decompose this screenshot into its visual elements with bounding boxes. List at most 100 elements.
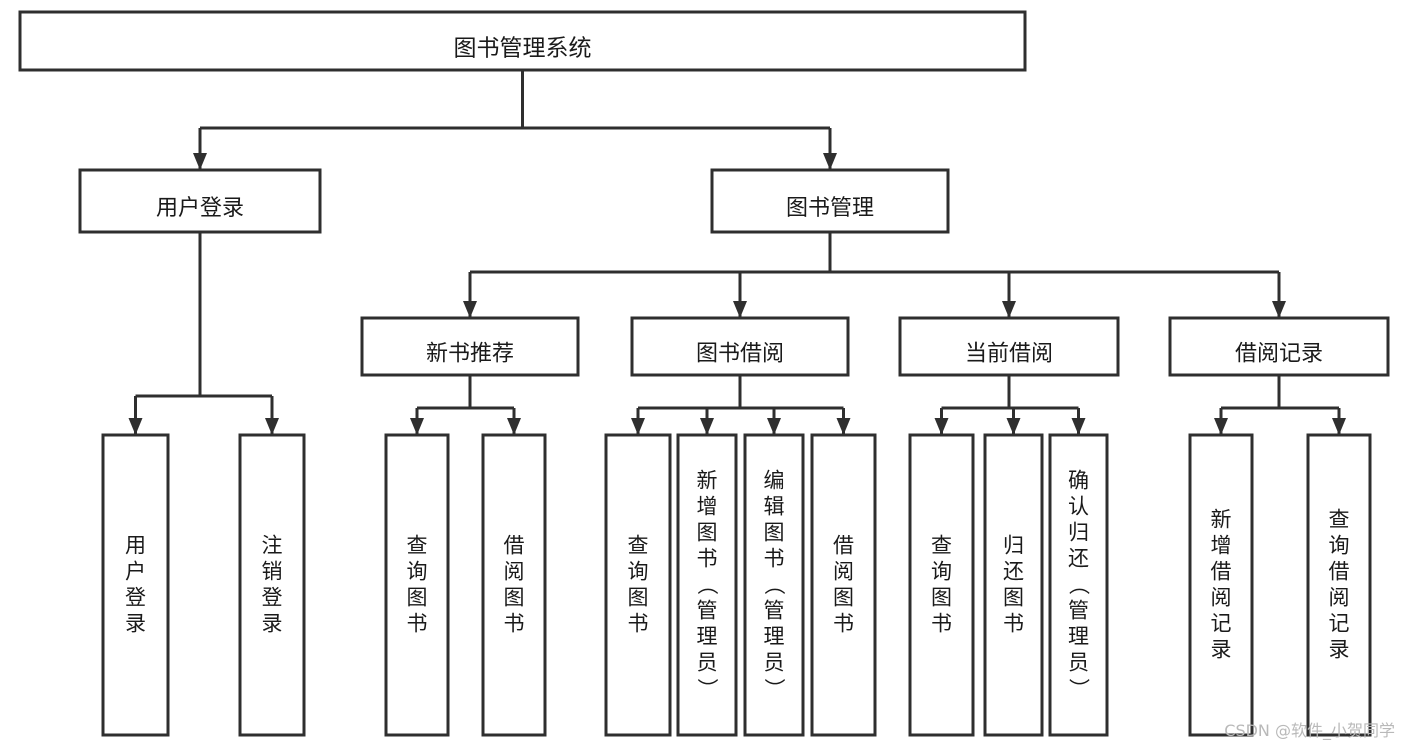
leaf-node-0[interactable]: 用户登录	[101, 433, 170, 737]
svg-text:借: 借	[1211, 560, 1232, 584]
level3-node-2[interactable]: 当前借阅	[898, 316, 1120, 377]
arrow-head	[733, 301, 747, 318]
arrow-head	[265, 418, 279, 435]
svg-text:阅: 阅	[833, 560, 854, 584]
arrow-head	[1071, 418, 1086, 435]
svg-text:书: 书	[1003, 612, 1024, 636]
svg-text:书: 书	[697, 547, 718, 571]
arrow-head	[463, 301, 477, 318]
svg-text:书: 书	[407, 612, 428, 636]
svg-text:借: 借	[1329, 560, 1350, 584]
svg-text:新: 新	[697, 469, 718, 493]
svg-text:录: 录	[262, 612, 283, 636]
svg-text:管: 管	[1068, 599, 1089, 623]
svg-text:理: 理	[1068, 625, 1089, 649]
leaf-label-0: 用户登录	[125, 534, 146, 636]
level3-node-label-3: 借阅记录	[1235, 342, 1323, 367]
svg-text:书: 书	[931, 612, 952, 636]
level3-node-label-1: 图书借阅	[696, 342, 784, 367]
svg-text:登: 登	[125, 586, 146, 610]
arrow-head	[507, 418, 521, 435]
level3-node-0[interactable]: 新书推荐	[360, 316, 580, 377]
svg-text:询: 询	[407, 560, 428, 584]
svg-text:理: 理	[764, 625, 785, 649]
svg-text:增: 增	[1211, 534, 1232, 558]
svg-text:询: 询	[1329, 534, 1350, 558]
svg-text:询: 询	[628, 560, 649, 584]
svg-text:图: 图	[833, 586, 854, 610]
arrow-head	[1332, 418, 1346, 435]
svg-text:增: 增	[697, 495, 718, 519]
level2-node-0[interactable]: 用户登录	[78, 168, 322, 234]
root-node[interactable]: 图书管理系统	[18, 10, 1027, 72]
arrow-head	[767, 418, 781, 435]
level3-node-1[interactable]: 图书借阅	[630, 316, 850, 377]
svg-text:辑: 辑	[764, 495, 785, 519]
arrow-head	[193, 153, 207, 170]
arrow-head	[1006, 418, 1021, 435]
arrow-head	[1214, 418, 1228, 435]
svg-text:借: 借	[833, 534, 854, 558]
svg-text:图: 图	[407, 586, 428, 610]
connector-layer	[128, 70, 1346, 435]
svg-text:图: 图	[628, 586, 649, 610]
svg-text:）: ）	[1067, 678, 1091, 699]
svg-text:员: 员	[764, 651, 785, 675]
svg-text:认: 认	[1068, 495, 1089, 519]
svg-text:查: 查	[407, 534, 428, 558]
svg-text:询: 询	[931, 560, 952, 584]
arrow-head	[1272, 301, 1286, 318]
arrow-head	[934, 418, 949, 435]
svg-text:）: ）	[762, 678, 786, 699]
arrow-head	[631, 418, 645, 435]
csdn-watermark: CSDN @软件_小贺同学	[1224, 721, 1395, 740]
arrow-head	[410, 418, 424, 435]
level2-node-label-0: 用户登录	[156, 196, 244, 221]
svg-text:户: 户	[125, 560, 146, 584]
level2-node-1[interactable]: 图书管理	[710, 168, 950, 234]
svg-text:图: 图	[931, 586, 952, 610]
svg-text:录: 录	[125, 612, 146, 636]
svg-text:书: 书	[504, 612, 525, 636]
level3-node-3[interactable]: 借阅记录	[1168, 316, 1390, 377]
level3-node-label-2: 当前借阅	[965, 342, 1053, 367]
svg-text:销: 销	[262, 560, 283, 584]
svg-text:阅: 阅	[504, 560, 525, 584]
svg-text:阅: 阅	[1329, 586, 1350, 610]
svg-text:书: 书	[628, 612, 649, 636]
root-node-label: 图书管理系统	[454, 36, 592, 62]
svg-text:记: 记	[1329, 612, 1350, 636]
arrow-head	[823, 153, 837, 170]
level2-node-label-1: 图书管理	[786, 196, 874, 221]
svg-text:确: 确	[1068, 469, 1089, 493]
svg-text:（: （	[695, 574, 719, 595]
svg-text:归: 归	[1003, 534, 1024, 558]
svg-text:借: 借	[504, 534, 525, 558]
svg-text:编: 编	[764, 469, 785, 493]
node-layer: 图书管理系统用户登录图书管理新书推荐图书借阅当前借阅借阅记录用户登录注销登录查询…	[18, 10, 1390, 737]
svg-text:查: 查	[1329, 508, 1350, 532]
svg-text:阅: 阅	[1211, 586, 1232, 610]
svg-text:（: （	[1067, 574, 1091, 595]
svg-text:员: 员	[1068, 651, 1089, 675]
